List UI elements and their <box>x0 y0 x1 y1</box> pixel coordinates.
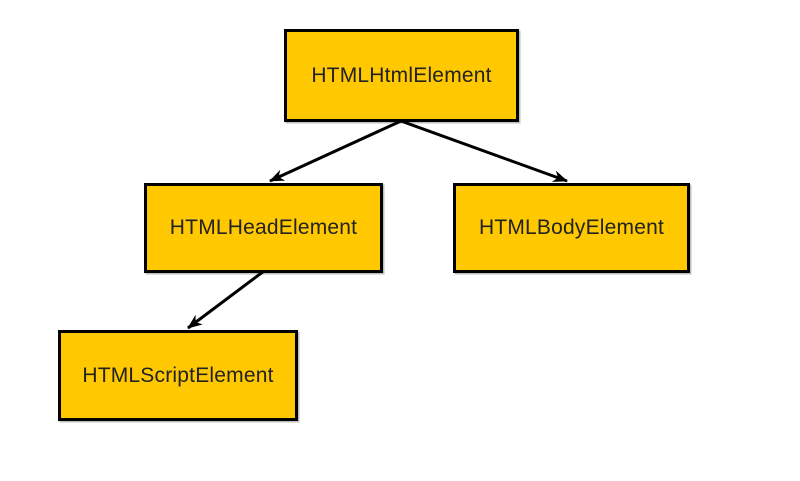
node-label: HTMLScriptElement <box>82 363 274 387</box>
node-htmlbodyelement: HTMLBodyElement <box>453 183 690 273</box>
edge-html-to-head <box>269 119 402 183</box>
node-label: HTMLBodyElement <box>478 216 665 239</box>
edge-html-to-body <box>400 119 568 183</box>
node-htmlscriptelement: HTMLScriptElement <box>58 330 298 421</box>
node-htmlhtmlelement: HTMLHtmlElement <box>284 29 519 122</box>
node-htmlheadelement: HTMLHeadElement <box>144 183 383 273</box>
node-label: HTMLHtmlElement <box>311 63 492 87</box>
node-label: HTMLHeadElement <box>169 216 358 239</box>
edge-head-to-script <box>187 269 265 330</box>
